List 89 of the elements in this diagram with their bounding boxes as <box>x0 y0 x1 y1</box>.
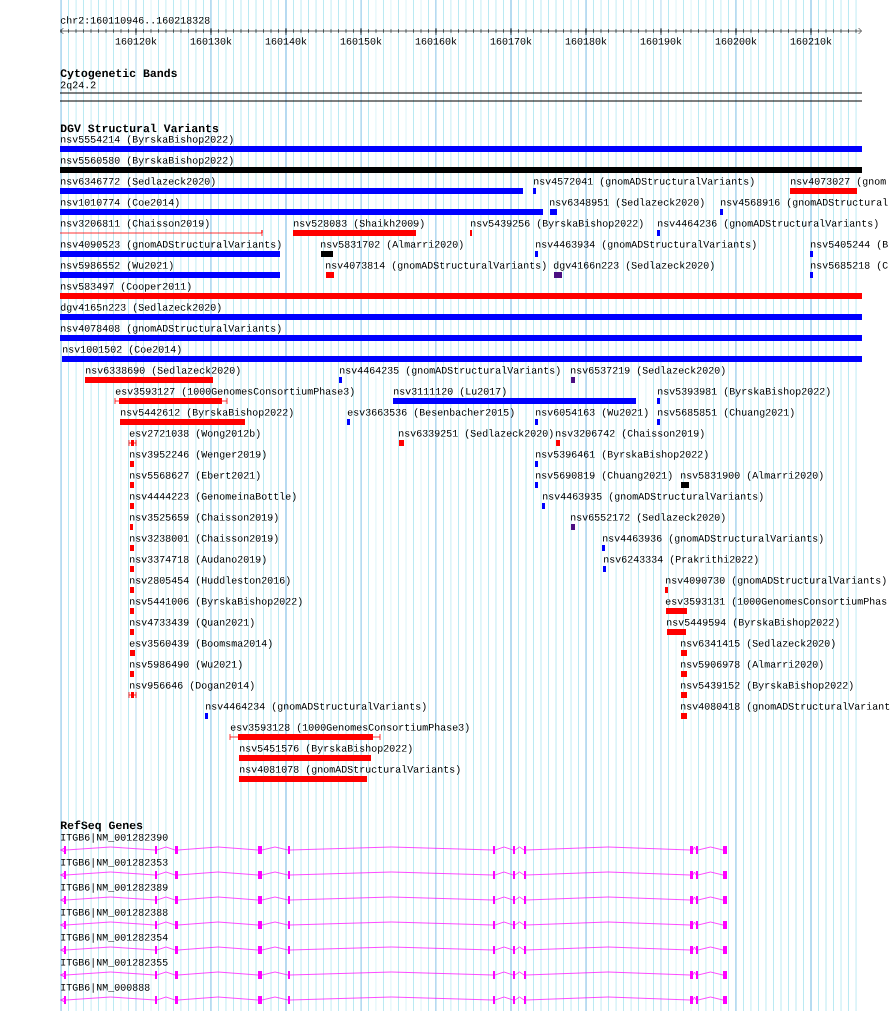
track-heading: RefSeq Genes <box>60 820 143 832</box>
variant-label: nsv4078408 (gnomADStructuralVariants) <box>61 324 281 334</box>
variant-label: nsv4444223 (GenomeinaBottle) <box>130 492 296 502</box>
variant-label: nsv5986490 (Wu2021) <box>130 660 242 670</box>
variant-label: nsv5560580 (ByrskaBishop2022) <box>61 156 233 166</box>
variant-label: nsv5396461 (ByrskaBishop2022) <box>536 450 708 460</box>
variant-label: nsv4463935 (gnomADStructuralVariants) <box>543 492 763 502</box>
variant-label: nsv528083 (Shaikh2009) <box>294 219 424 229</box>
variant-label: nsv3952246 (Wenger2019) <box>130 450 266 460</box>
variant-label: nsv5685218 (C <box>811 261 888 271</box>
tick-label: 160170k <box>490 37 532 45</box>
variant-label: nsv4073027 (gnom <box>791 177 886 187</box>
gene-label: ITGB6|NM_001282388 <box>61 908 168 918</box>
variant-label: nsv6243334 (Prakrithi2022) <box>604 555 758 565</box>
tick-label: 160160k <box>415 37 457 45</box>
variant-label: nsv6338690 (Sedlazeck2020) <box>86 366 240 376</box>
variant-label: nsv3238001 (Chaisson2019) <box>130 534 278 544</box>
variant-label: esv3663536 (Besenbacher2015) <box>347 408 514 418</box>
variant-label: nsv4090730 (gnomADStructuralVariants) <box>666 576 886 586</box>
variant-label: nsv4463936 (gnomADStructuralVariants) <box>603 534 823 544</box>
variant-label: nsv4090523 (gnomADStructuralVariants) <box>61 240 281 250</box>
variant-label: esv3593127 (1000GenomesConsortiumPhase3) <box>115 387 354 397</box>
variant-label: nsv4080418 (gnomADStructuralVariant <box>681 702 890 712</box>
tick-label: 160140k <box>265 37 307 45</box>
variant-label: nsv1010774 (Coe2014) <box>61 198 179 208</box>
variant-label: nsv4073814 (gnomADStructuralVariants) <box>326 261 546 271</box>
variant-label: nsv3111120 (Lu2017) <box>394 387 506 397</box>
variant-label: esv3593128 (1000GenomesConsortiumPhase3) <box>230 723 469 733</box>
variant-label: nsv3374718 (Audano2019) <box>130 555 266 565</box>
variant-label: nsv5568627 (Ebert2021) <box>130 471 260 481</box>
variant-label: dgv4165n223 (Sedlazeck2020) <box>60 303 221 313</box>
variant-label: nsv4463934 (gnomADStructuralVariants) <box>536 240 756 250</box>
variant-label: nsv5451576 (ByrskaBishop2022) <box>240 744 412 754</box>
variant-label: nsv6346772 (Sedlazeck2020) <box>61 177 215 187</box>
variant-label: nsv3206811 (Chaisson2019) <box>61 219 209 229</box>
variant-label: nsv5441006 (ByrskaBishop2022) <box>130 597 302 607</box>
gene-label: ITGB6|NM_001282354 <box>61 933 168 943</box>
variant-label: nsv583497 (Cooper2011) <box>61 282 191 292</box>
track-heading: Cytogenetic Bands <box>60 68 177 80</box>
variant-label: nsv5906978 (Almarri2020) <box>681 660 823 670</box>
variant-label: nsv5442612 (ByrskaBishop2022) <box>121 408 293 418</box>
variant-label: nsv5685851 (Chuang2021) <box>658 408 794 418</box>
variant-label: esv3560439 (Boomsma2014) <box>129 639 272 649</box>
gene-label: ITGB6|NM_001282390 <box>61 833 168 843</box>
tick-label: 160210k <box>790 37 832 45</box>
variant-label: nsv6054163 (Wu2021) <box>536 408 648 418</box>
variant-label: nsv6552172 (Sedlazeck2020) <box>571 513 725 523</box>
variant-label: nsv4568916 (gnomADStructural <box>721 198 888 208</box>
variant-label: nsv6348951 (Sedlazeck2020) <box>550 198 704 208</box>
variant-label: esv2721038 (Wong2012b) <box>129 429 260 439</box>
tick-label: 160180k <box>565 37 607 45</box>
variant-label: nsv956646 (Dogan2014) <box>130 681 254 691</box>
variant-label: nsv6537219 (Sedlazeck2020) <box>571 366 725 376</box>
variant-label: nsv3206742 (Chaisson2019) <box>556 429 704 439</box>
variant-label: nsv5449594 (ByrskaBishop2022) <box>667 618 839 628</box>
variant-label: nsv5554214 (ByrskaBishop2022) <box>61 135 233 145</box>
gene-label: ITGB6|NM_001282355 <box>61 958 168 968</box>
variant-label: nsv5439152 (ByrskaBishop2022) <box>681 681 853 691</box>
variant-label: nsv5831900 (Almarri2020) <box>681 471 823 481</box>
variant-label: nsv5831702 (Almarri2020) <box>321 240 463 250</box>
variant-label: nsv3525659 (Chaisson2019) <box>130 513 278 523</box>
variant-label: nsv1001502 (Coe2014) <box>63 345 181 355</box>
variant-label: nsv4733439 (Quan2021) <box>130 618 254 628</box>
tick-label: 160200k <box>715 37 757 45</box>
tick-label: 160150k <box>340 37 382 45</box>
variant-label: nsv5439256 (ByrskaBishop2022) <box>471 219 643 229</box>
tick-label: 160190k <box>640 37 682 45</box>
gene-label: ITGB6|NM_001282353 <box>61 858 168 868</box>
diagram-title: chr2:160110946..160218328 <box>60 16 210 24</box>
variant-label: nsv4464236 (gnomADStructuralVariants) <box>658 219 878 229</box>
variant-label: nsv6341415 (Sedlazeck2020) <box>681 639 835 649</box>
gene-label: ITGB6|NM_000888 <box>61 983 150 993</box>
tick-label: 160120k <box>115 37 157 45</box>
variant-label: nsv4464235 (gnomADStructuralVariants) <box>340 366 560 376</box>
variant-label: nsv5986552 (Wu2021) <box>61 261 173 271</box>
variant-label: nsv4464234 (gnomADStructuralVariants) <box>206 702 426 712</box>
track-heading: DGV Structural Variants <box>60 123 219 133</box>
variant-label: esv3593131 (1000GenomesConsortiumPhas <box>665 597 887 607</box>
variant-label: nsv4081078 (gnomADStructuralVariants) <box>240 765 460 775</box>
variant-label: nsv5405244 (B <box>811 240 888 250</box>
tick-label: 160130k <box>190 37 232 45</box>
gene-label: ITGB6|NM_001282389 <box>61 883 168 893</box>
variant-label: nsv2805454 (Huddleston2016) <box>130 576 290 586</box>
variant-label: nsv6339251 (Sedlazeck2020) <box>399 429 553 439</box>
band-label: 2q24.2 <box>60 81 96 91</box>
variant-label: nsv4572041 (gnomADStructuralVariants) <box>534 177 754 187</box>
variant-label: nsv5393981 (ByrskaBishop2022) <box>658 387 830 397</box>
variant-label: dgv4166n223 (Sedlazeck2020) <box>553 261 714 271</box>
variant-label: nsv5690819 (Chuang2021) <box>536 471 672 481</box>
